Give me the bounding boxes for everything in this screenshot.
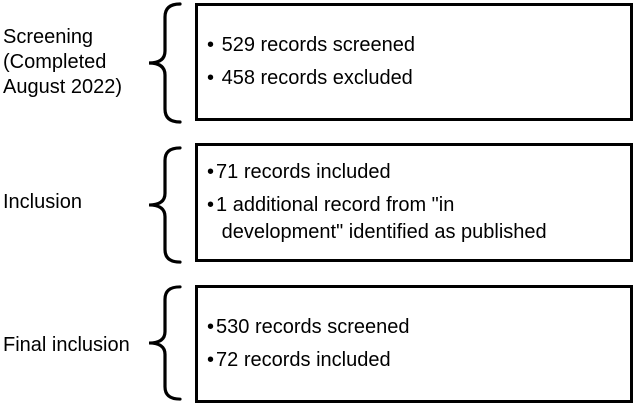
list-item-text: 71 records included [216,161,391,183]
bullet-icon: • [207,349,215,371]
list-item: • 530 records screened [207,314,620,341]
curly-brace-icon [148,2,182,124]
list-item-text: 529 records screened [216,34,416,56]
bullet-icon: • [207,194,215,216]
group-label-final-inclusion: Final inclusion [3,334,130,356]
list-item: • 529 records screened [207,32,620,59]
records-box-final-inclusion: • 530 records screened • 72 records incl… [195,285,633,403]
records-box-screening: • 529 records screened • 458 records exc… [195,3,633,121]
bullet-icon: • [207,67,215,89]
group-label-screening: Screening (Completed August 2022) [3,26,122,98]
bullet-icon: • [207,34,215,56]
list-item-text: 458 records excluded [216,67,413,89]
list-item: • 71 records included [207,159,620,186]
list-item-text: 72 records included [216,349,391,371]
curly-brace-icon [148,146,182,264]
list-item: • 72 records included [207,347,620,374]
list-item: • 1 additional record from "in developme… [207,192,620,246]
list-item: • 458 records excluded [207,65,620,92]
list-item-text: 1 additional record from "in development… [216,194,547,243]
curly-brace-icon [148,285,182,401]
records-box-inclusion: • 71 records included • 1 additional rec… [195,143,633,262]
group-label-inclusion: Inclusion [3,191,82,213]
bullet-icon: • [207,161,215,183]
list-item-text: 530 records screened [216,316,410,338]
bullet-icon: • [207,316,215,338]
